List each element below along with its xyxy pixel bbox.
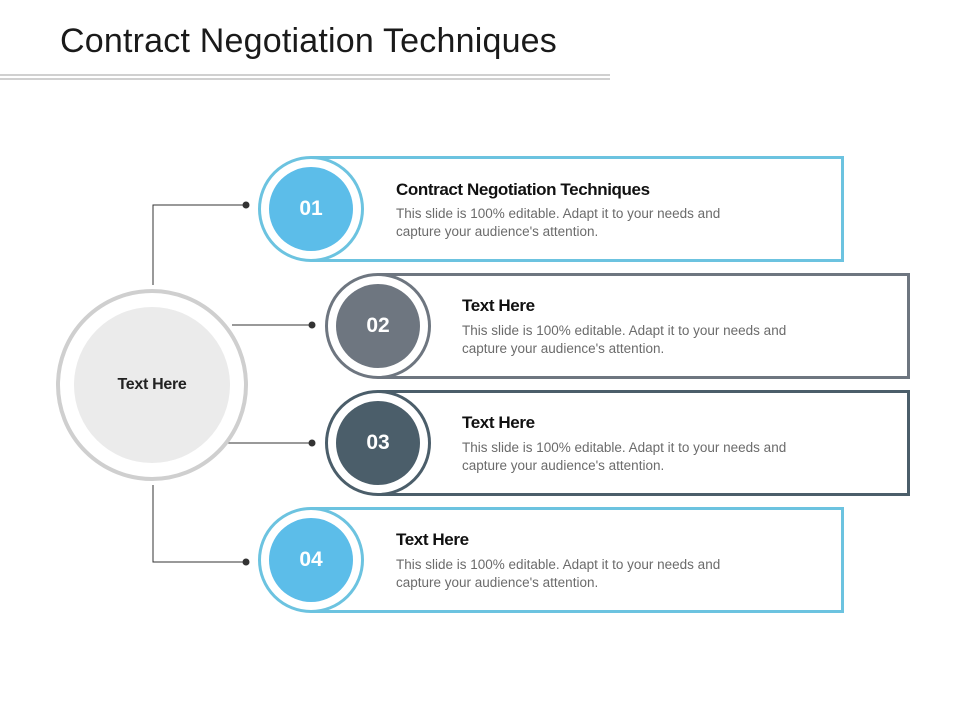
- hub-circle: Text Here: [56, 289, 248, 481]
- step-card-2: [379, 273, 910, 379]
- step-badge-4: 04: [258, 507, 364, 613]
- connector-4: [152, 485, 246, 563]
- step-number-circle-3: 03: [336, 401, 420, 485]
- step-number-3: 03: [366, 431, 390, 454]
- hub-inner-circle: Text Here: [74, 307, 230, 463]
- step-number-circle-2: 02: [336, 284, 420, 368]
- step-number-circle-1: 01: [269, 167, 353, 251]
- step-text-1: This slide is 100% editable. Adapt it to…: [396, 206, 721, 239]
- connector-dot-2: [308, 321, 316, 329]
- step-badge-1: 01: [258, 156, 364, 262]
- step-card-3: [379, 390, 910, 496]
- step-number-1: 01: [299, 197, 323, 220]
- step-badge-2: 02: [325, 273, 431, 379]
- step-number-circle-4: 04: [269, 518, 353, 602]
- connector-dot-3: [308, 439, 316, 447]
- slide-title: Contract Negotiation Techniques: [60, 22, 557, 60]
- step-heading-1: Contract Negotiation Techniques: [396, 180, 650, 199]
- step-card-1: [311, 156, 844, 262]
- title-underline: [0, 74, 610, 80]
- step-heading-2: Text Here: [462, 296, 535, 315]
- hub-label: Text Here: [117, 376, 187, 393]
- connector-dot-1: [242, 201, 250, 209]
- connector-dot-4: [242, 558, 250, 566]
- step-badge-3: 03: [325, 390, 431, 496]
- step-number-4: 04: [299, 548, 323, 571]
- connector-1: [152, 204, 246, 285]
- step-card-4: [311, 507, 844, 613]
- step-number-2: 02: [366, 314, 390, 337]
- step-text-4: This slide is 100% editable. Adapt it to…: [396, 557, 721, 590]
- step-heading-3: Text Here: [462, 413, 535, 432]
- step-text-2: This slide is 100% editable. Adapt it to…: [462, 323, 787, 356]
- step-text-3: This slide is 100% editable. Adapt it to…: [462, 440, 787, 473]
- step-heading-4: Text Here: [396, 530, 469, 549]
